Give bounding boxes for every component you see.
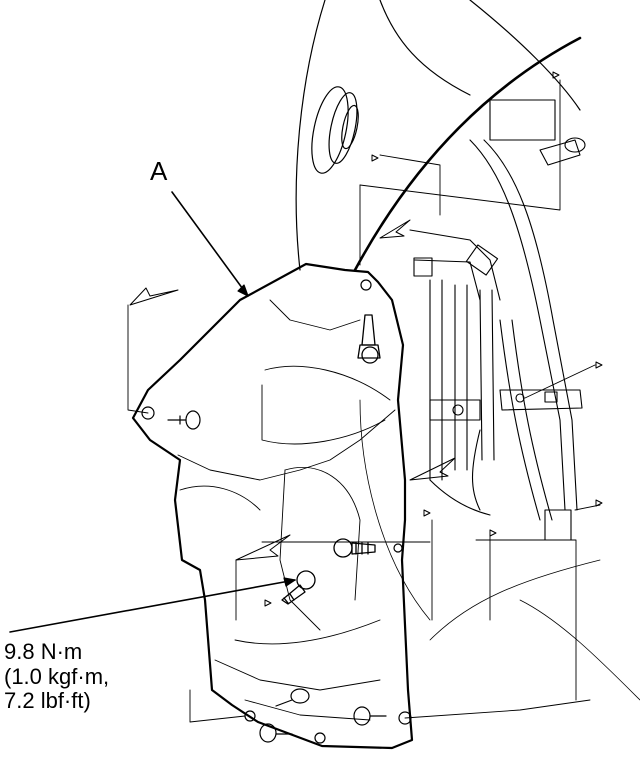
torque-specification: 9.8 N·m (1.0 kgf·m, 7.2 lbf·ft) bbox=[4, 639, 110, 714]
clip-left bbox=[167, 410, 201, 430]
pipe-bundle bbox=[409, 99, 586, 541]
bolt-torque bbox=[281, 570, 316, 605]
bolt-top bbox=[357, 314, 381, 364]
clip-small-markers bbox=[264, 71, 603, 607]
body-edge-line bbox=[353, 36, 582, 272]
splash-shield-a bbox=[131, 262, 414, 750]
torque-arrowhead bbox=[283, 577, 296, 587]
callout-label-a: A bbox=[150, 156, 168, 186]
clip-bottom-1 bbox=[275, 688, 310, 707]
clip-bottom-3 bbox=[259, 723, 293, 743]
bolt-center bbox=[333, 538, 376, 558]
clip-bottom-2 bbox=[353, 706, 387, 726]
callout-a-leader bbox=[171, 191, 249, 297]
torque-line-kgf: (1.0 kgf·m, bbox=[4, 663, 110, 689]
assembly-leader-lines bbox=[127, 79, 601, 723]
direction-arrows bbox=[129, 219, 456, 561]
torque-line-lbf: 7.2 lbf·ft) bbox=[4, 688, 91, 714]
callout-a-arrowhead bbox=[237, 284, 249, 297]
fender-body-lines bbox=[295, 0, 640, 701]
torque-leader bbox=[9, 579, 296, 633]
torque-line-metric: 9.8 N·m bbox=[4, 639, 83, 664]
grommet bbox=[311, 86, 359, 174]
